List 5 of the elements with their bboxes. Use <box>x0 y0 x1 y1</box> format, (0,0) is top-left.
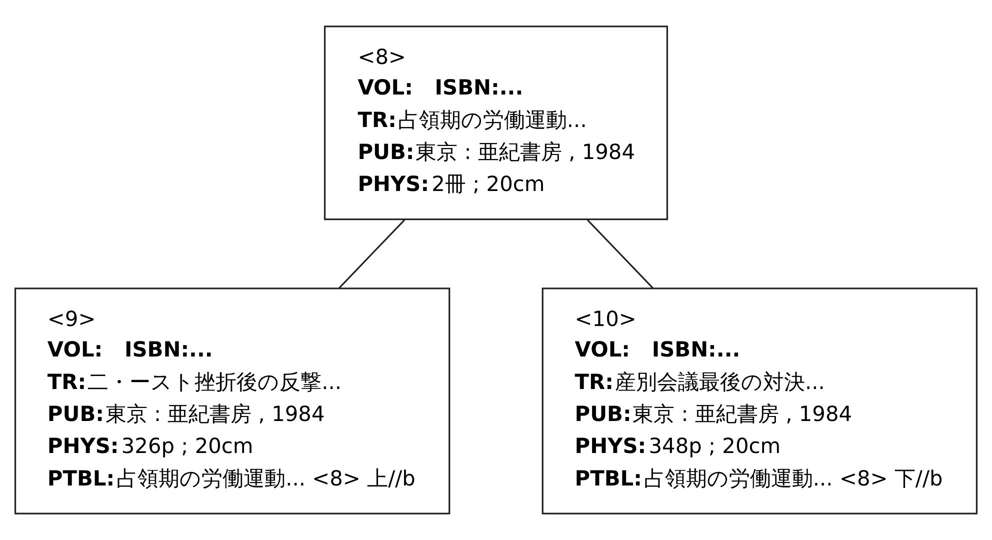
node-box: <8> VOL: ISBN:... TR:占領期の労働運動... PUB:東京 : 亜紀書房 , 1984 PHYS:2冊 ; 20cm <box>324 26 668 220</box>
connector <box>338 219 406 289</box>
connector <box>586 219 654 289</box>
node-box: <10> VOL: ISBN:... TR:産別会議最後の対決... PUB:東京 : 亜紀書房 , 1984 PHYS:348p ; 20cm PTBL:占領期の労働運動... <8> 下//b <box>542 288 978 514</box>
node-box: <9> VOL: ISBN:... TR:二・ースト挫折後の反撃... PUB:東京 : 亜紀書房 , 1984 PHYS:326p ; 20cm PTBL:占領期の労働運動... <8> 上//b <box>14 288 450 514</box>
